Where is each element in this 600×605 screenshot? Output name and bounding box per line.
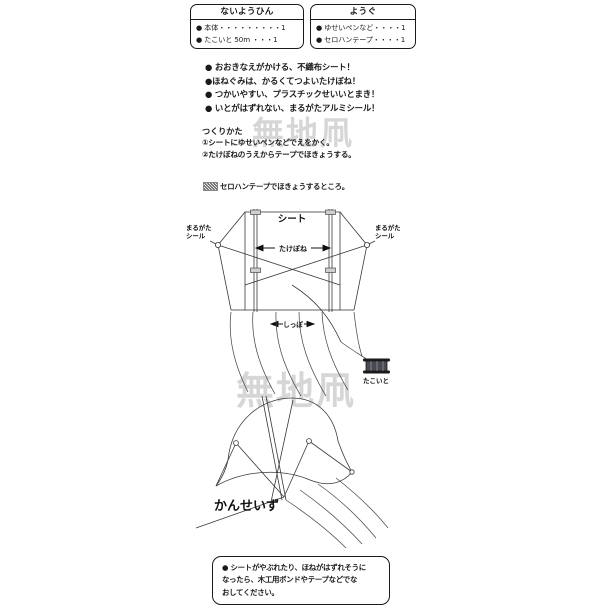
finished-spine-right	[270, 399, 294, 503]
finished-bridle-right	[283, 440, 310, 498]
spool-flange-bottom	[363, 370, 390, 374]
seal-label-right-line1: まるがた	[375, 223, 401, 232]
tail-streamer	[317, 483, 377, 539]
howto-section: つくりかた ①シートにゆせいペンなどでえをかく。 ②たけぼねのうえからテープでほ…	[202, 125, 442, 160]
tail-dimension-arrow-left	[269, 320, 279, 328]
howto-step: ②たけぼねのうえからテープでほきょうする。	[202, 149, 356, 159]
tape-legend: セロハンテープでほきょうするところ。	[203, 181, 349, 192]
sail-trailing-edge	[215, 471, 353, 487]
spec-box-tools: ようぐ ● ゆせいペンなど・・・・1 ● セロハンテープ・・・・1	[310, 4, 416, 49]
finished-view-label: かんせいず	[214, 498, 279, 514]
seal-label-left-line2: シール	[186, 232, 206, 240]
seal-callout-line-left	[209, 240, 217, 245]
bridle-string-left	[217, 244, 341, 286]
tape-patch	[325, 267, 336, 273]
tail-label-backing	[283, 319, 304, 329]
caution-line: おしてください。	[222, 587, 279, 597]
watermark: 無地凧	[236, 368, 357, 413]
finished-round-seals	[233, 438, 355, 475]
watermark: 無地凧	[252, 114, 355, 152]
spine-dimension-arrow-right	[322, 244, 332, 252]
sheet-label: シート	[278, 214, 307, 225]
spec-item: ● 本体・・・・・・・・・1	[196, 23, 286, 33]
tape-patch	[325, 209, 336, 215]
spec-box-contents: ないようひん ● 本体・・・・・・・・・1 ● たこいと 50m ・・・1	[190, 4, 304, 49]
kite-plan-view	[217, 209, 368, 343]
spine-label-backing	[275, 243, 311, 253]
round-seal-left-icon	[233, 440, 239, 446]
round-seals	[214, 241, 370, 248]
spec-box-contents-title: ないようひん	[191, 5, 303, 20]
spine-label: たけぼね	[279, 244, 308, 253]
finished-kite-view	[195, 395, 353, 529]
feature-item: ● つかいやすい、プラスチックせいいとまき！	[205, 89, 380, 100]
kite-left-wing-outline	[217, 211, 246, 311]
round-seal-right-icon	[363, 241, 370, 248]
tail-dimension	[269, 319, 316, 329]
spec-boxes-row: ないようひん ● 本体・・・・・・・・・1 ● たこいと 50m ・・・1 よう…	[190, 4, 416, 49]
finished-tail-streamers	[285, 477, 389, 549]
feature-item: ● おおきなえがかける、不織布シート！	[205, 62, 355, 72]
tape-patches	[250, 209, 336, 273]
spool-connector-line	[340, 341, 369, 361]
sail-right-edge	[337, 440, 353, 473]
tail-streamer	[353, 311, 363, 357]
kite-right-wing-outline	[339, 211, 368, 311]
spool-body	[365, 360, 388, 372]
spec-box-contents-items: ● 本体・・・・・・・・・1 ● たこいと 50m ・・・1	[191, 20, 303, 48]
spine-dimension	[254, 243, 332, 253]
spec-item: ● ゆせいペンなど・・・・1	[316, 23, 406, 33]
tail-streamer	[285, 499, 347, 549]
seal-callouts	[209, 240, 376, 245]
seal-callout-line-right	[368, 240, 376, 245]
howto-step: ①シートにゆせいペンなどでえをかく。	[202, 138, 334, 148]
feature-item: ● いとがはずれない、まるがたアルミシール！	[205, 102, 380, 113]
caution-line: ● シートがやぶれたり、ほねがはずれそうに	[222, 563, 366, 572]
tape-patch	[250, 209, 261, 215]
spec-box-tools-title: ようぐ	[311, 5, 415, 20]
finished-tow-line	[195, 496, 285, 529]
spine-dimension-arrow-left	[254, 244, 264, 252]
tow-line	[291, 284, 342, 343]
seal-label-left-line1: まるがた	[186, 223, 212, 232]
finished-edge-left-lower	[215, 442, 237, 487]
round-seal-left-icon	[214, 241, 221, 248]
spool-flange-top	[363, 358, 390, 362]
string-label: たこいと	[363, 377, 389, 385]
caution-line: なったら、木工用ボンドやテープなどでな	[222, 575, 358, 585]
seal-label-right-line2: シール	[375, 232, 395, 240]
tape-legend-label: セロハンテープでほきょうするところ。	[220, 182, 349, 191]
round-seal-right-icon	[306, 438, 312, 444]
round-seal-tip-icon	[349, 469, 355, 475]
bridle-string-right	[244, 244, 368, 286]
tail-streamer	[335, 477, 389, 529]
kite-sheet-rect	[244, 211, 341, 311]
caution-box: ● シートがやぶれたり、ほねがはずれそうに なったら、木工用ボンドやテープなどで…	[212, 556, 390, 605]
tail-label: しっぽ	[283, 320, 303, 329]
howto-title: つくりかた	[202, 126, 243, 136]
finished-bridle-left	[235, 442, 285, 498]
finished-edge-right-lower	[308, 440, 353, 473]
tail-streamer	[299, 489, 363, 545]
spec-item: ● たこいと 50m ・・・1	[196, 34, 278, 44]
spec-item: ● セロハンテープ・・・・1	[316, 34, 406, 44]
sail-left-edge	[215, 459, 229, 487]
hatched-tape-swatch-icon	[203, 182, 218, 191]
spec-box-tools-items: ● ゆせいペンなど・・・・1 ● セロハンテープ・・・・1	[311, 20, 415, 48]
tail-dimension-arrow-right	[306, 320, 316, 328]
feature-list: ● おおきなえがかける、不織布シート！ ●ほねぐみは、かるくてつよいたけぼね！ …	[205, 61, 435, 115]
tape-patch	[250, 267, 261, 273]
feature-item: ●ほねぐみは、かるくてつよいたけぼね！	[205, 75, 361, 86]
